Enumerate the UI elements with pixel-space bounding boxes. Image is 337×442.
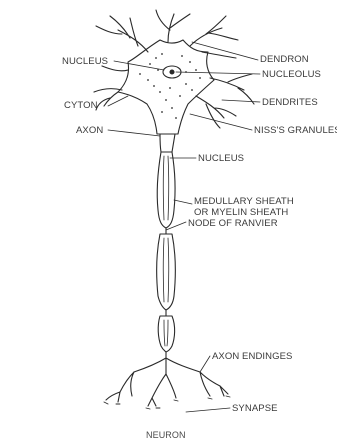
nucleolus xyxy=(170,70,174,74)
myelin-segment-2 xyxy=(157,234,176,310)
label-axon: AXON xyxy=(76,125,103,136)
label-node-of-ranvier: NODE OF RANVIER xyxy=(188,218,278,229)
label-nucleolus: NUCLEOLUS xyxy=(262,69,321,80)
label-axon-endings: AXON ENDINGES xyxy=(212,351,292,362)
label-dendron: DENDRON xyxy=(260,54,309,65)
diagram-caption: NEURON xyxy=(146,430,186,441)
label-medullary-sheath: MEDULLARY SHEATH xyxy=(194,196,294,207)
label-niss-granules: NISS'S GRANULES xyxy=(254,125,337,136)
label-myelin-sheath: OR MYELIN SHEATH xyxy=(194,207,288,218)
myelin-segment-1 xyxy=(157,152,175,228)
cyton-outline xyxy=(118,40,214,134)
myelin-segment-3 xyxy=(158,316,174,352)
label-nucleus-axon: NUCLEUS xyxy=(198,153,244,164)
label-synapse: SYNAPSE xyxy=(232,403,278,414)
label-dendrites: DENDRITES xyxy=(262,97,318,108)
label-nucleus-top: NUCLEUS xyxy=(62,56,108,67)
label-cyton: CYTON xyxy=(64,100,98,111)
niss-granules xyxy=(139,53,201,119)
